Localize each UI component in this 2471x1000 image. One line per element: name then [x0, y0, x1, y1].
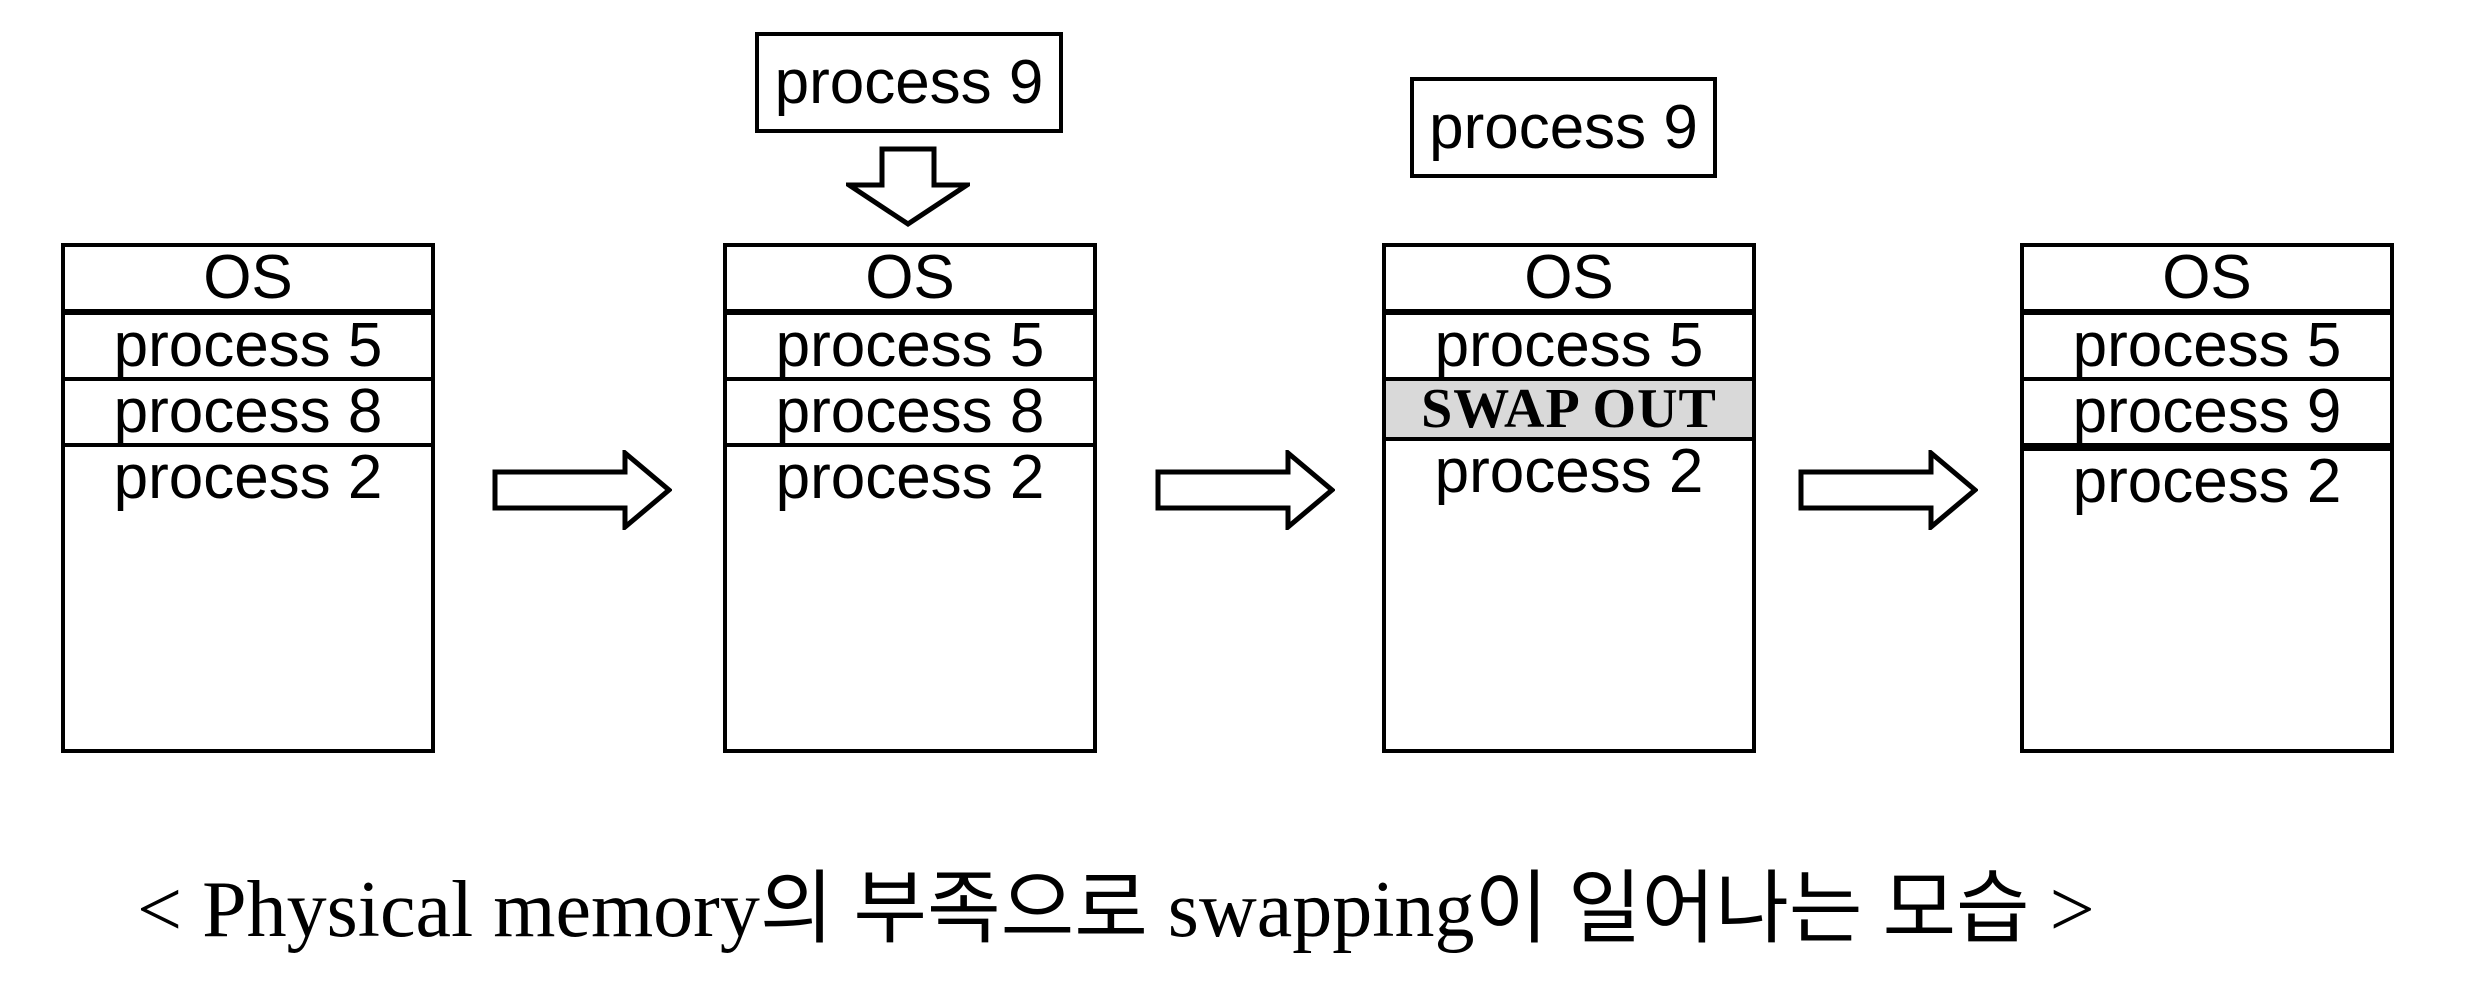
diagram-caption: < Physical memory의 부족으로 swapping이 일어나는 모… — [137, 866, 2095, 954]
row-label: process 2 — [2072, 447, 2342, 516]
row-label: process 8 — [775, 377, 1045, 446]
memory-row-os: OS — [727, 247, 1093, 315]
memory-row-process2: process 2 — [1386, 441, 1752, 503]
incoming-process-label: process 9 — [774, 47, 1044, 117]
memory-row-process5: process 5 — [65, 315, 431, 381]
memory-row-os: OS — [2024, 247, 2390, 315]
row-label: process 2 — [1434, 437, 1704, 506]
right-arrow-icon — [1155, 450, 1335, 530]
memory-row-process5: process 5 — [2024, 315, 2390, 381]
row-label: OS — [203, 243, 293, 312]
row-label: process 5 — [775, 311, 1045, 380]
right-arrow-icon — [1798, 450, 1978, 530]
memory-row-free-space — [2024, 447, 2390, 451]
row-label: process 2 — [113, 443, 383, 512]
row-label: process 5 — [1434, 311, 1704, 380]
memory-row-process8: process 8 — [727, 381, 1093, 447]
incoming-process-label: process 9 — [1429, 92, 1698, 162]
memory-row-process2: process 2 — [2024, 451, 2390, 513]
right-arrow-icon — [492, 450, 672, 530]
memory-row-os: OS — [1386, 247, 1752, 315]
memory-row-process8: process 8 — [65, 381, 431, 447]
row-label: process 5 — [113, 311, 383, 380]
row-label: process 9 — [2072, 377, 2342, 446]
memory-column-3: OS process 5 SWAP OUT process 2 — [1382, 243, 1756, 753]
row-label: OS — [1524, 243, 1614, 312]
row-label: process 5 — [2072, 311, 2342, 380]
incoming-process-box-1: process 9 — [755, 32, 1063, 133]
memory-row-swap-out: SWAP OUT — [1386, 381, 1752, 441]
down-arrow-icon — [846, 146, 970, 227]
row-label: OS — [865, 243, 955, 312]
memory-row-process5: process 5 — [1386, 315, 1752, 381]
memory-column-2: OS process 5 process 8 process 2 — [723, 243, 1097, 753]
row-label: process 8 — [113, 377, 383, 446]
row-label: process 2 — [775, 443, 1045, 512]
memory-row-os: OS — [65, 247, 431, 315]
memory-row-process2: process 2 — [65, 447, 431, 509]
memory-row-process9: process 9 — [2024, 381, 2390, 447]
memory-row-process5: process 5 — [727, 315, 1093, 381]
memory-row-process2: process 2 — [727, 447, 1093, 509]
row-label: OS — [2162, 243, 2252, 312]
memory-column-1: OS process 5 process 8 process 2 — [61, 243, 435, 753]
swap-out-label: SWAP OUT — [1421, 378, 1717, 440]
incoming-process-box-2: process 9 — [1410, 77, 1717, 178]
memory-column-4: OS process 5 process 9 process 2 — [2020, 243, 2394, 753]
